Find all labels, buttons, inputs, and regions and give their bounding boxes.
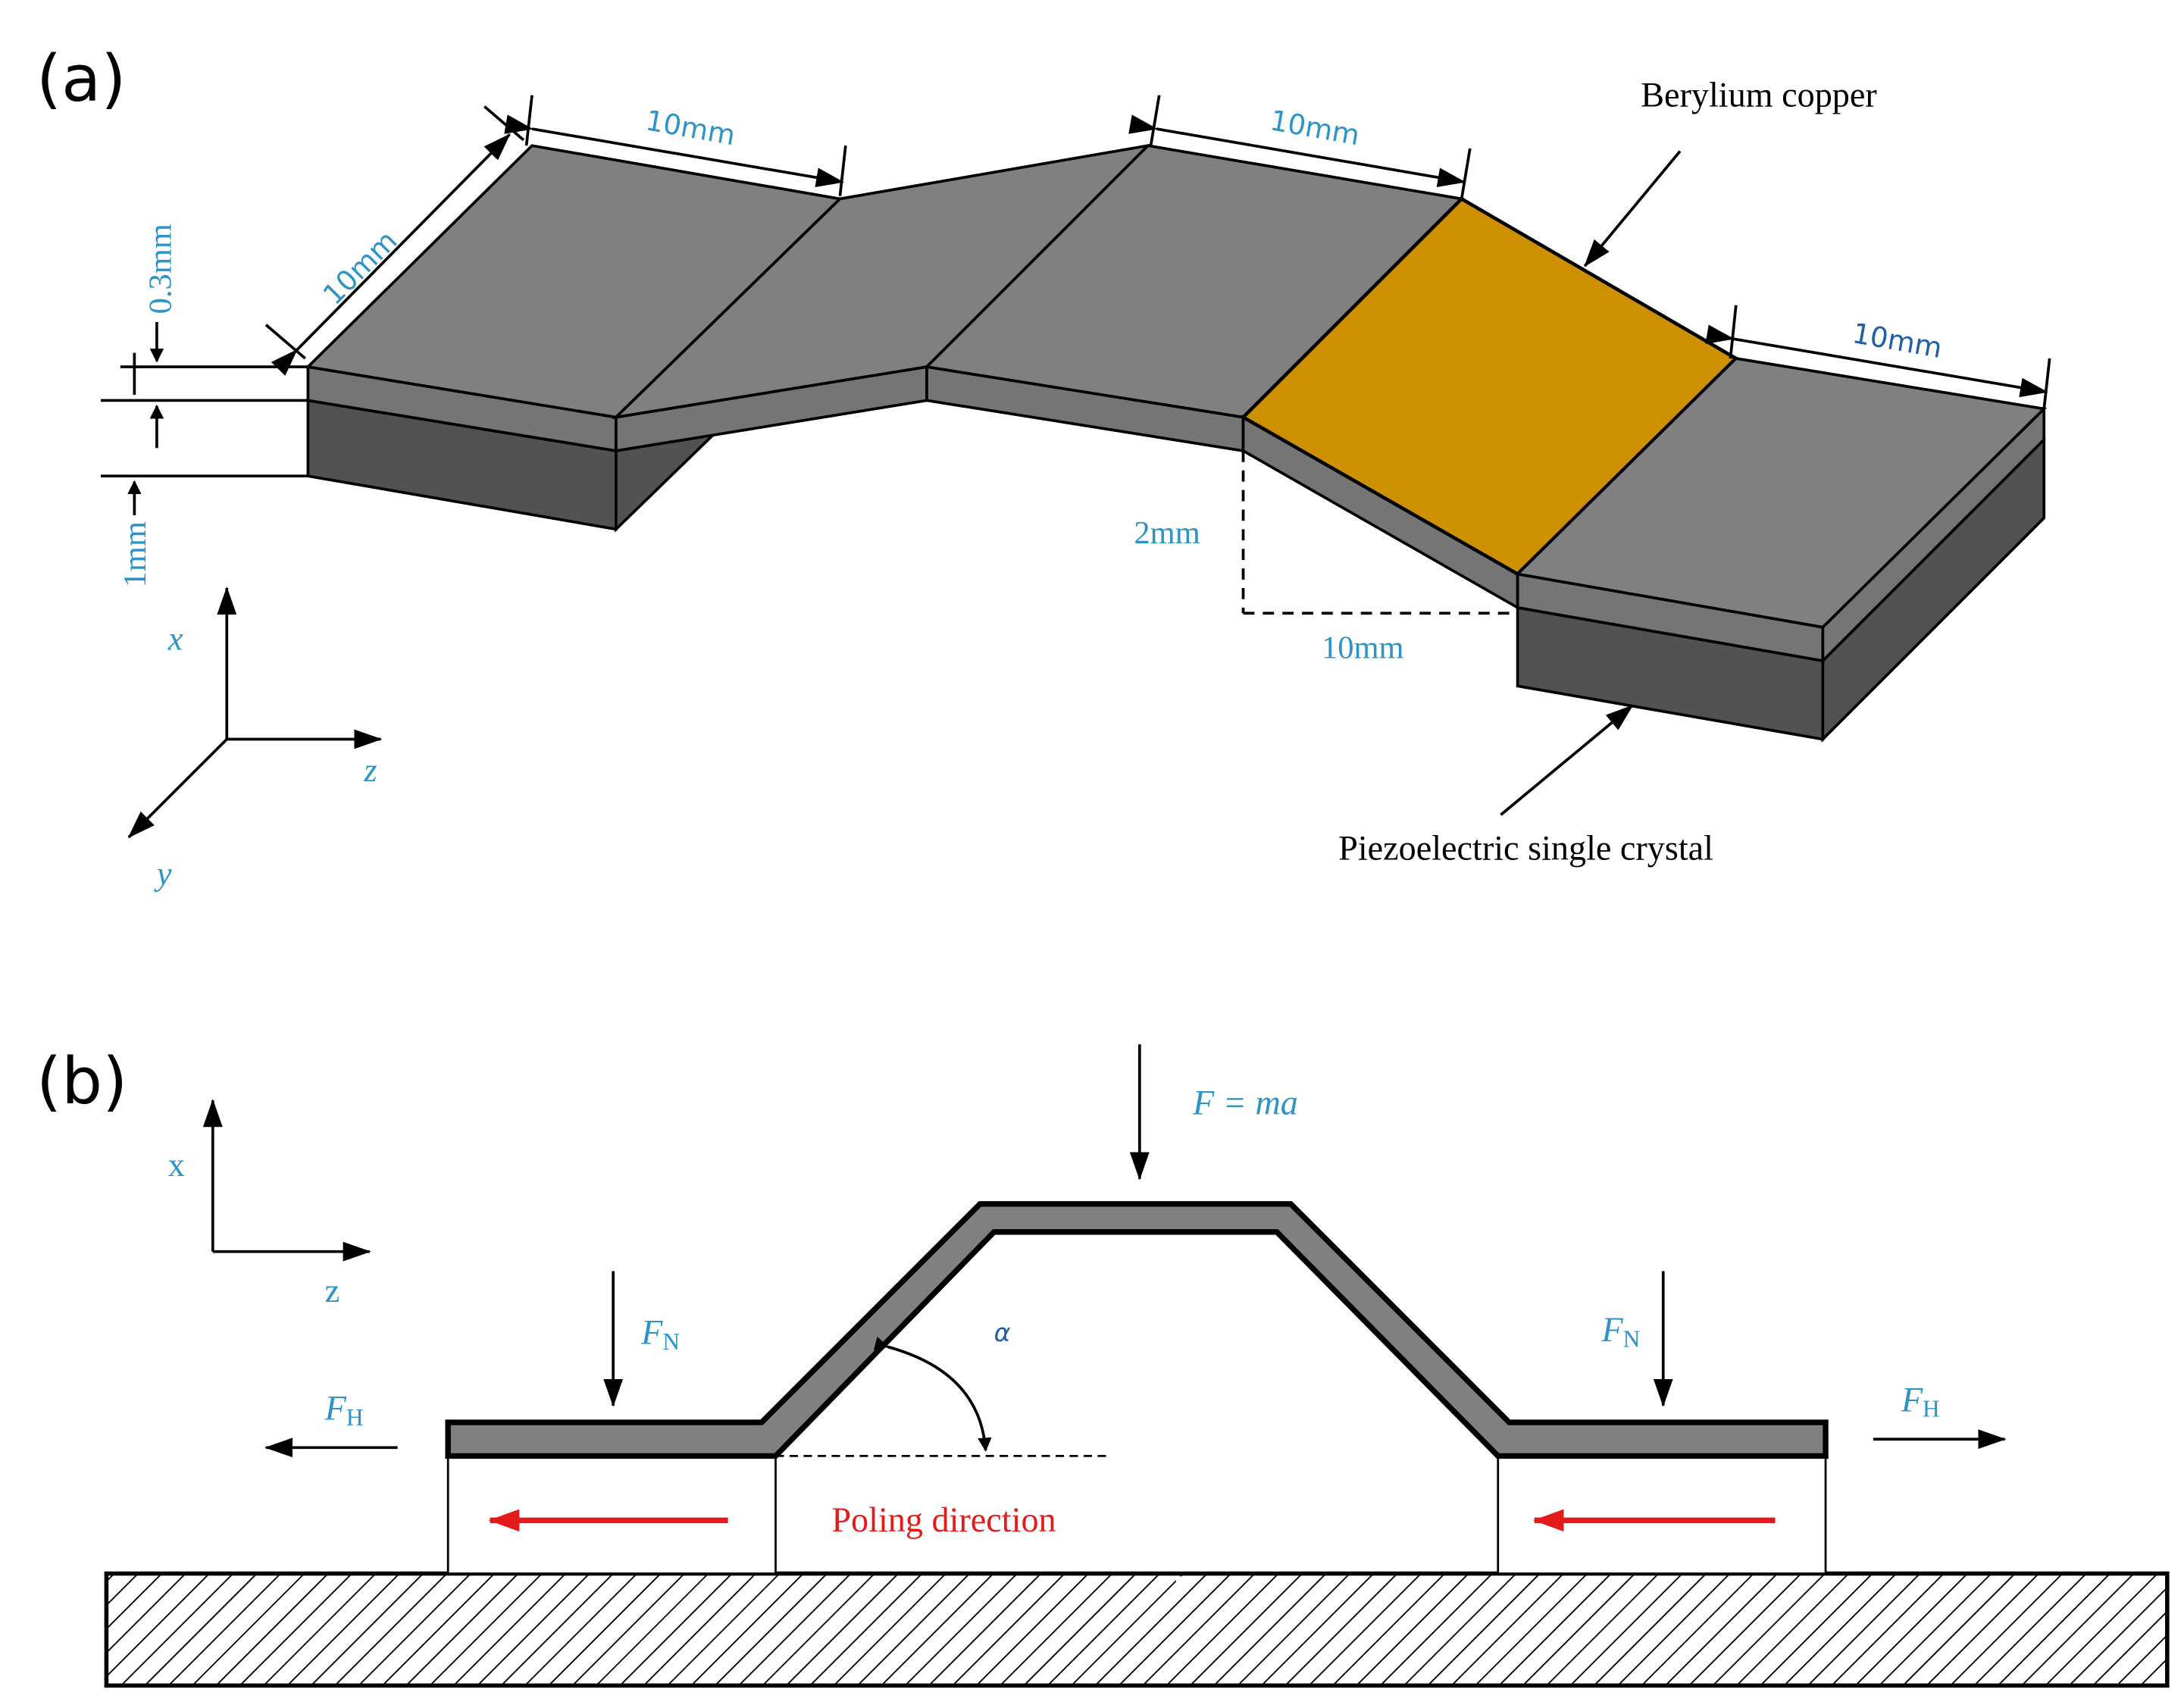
- force-fh-right-label: FH: [1901, 1380, 1940, 1422]
- axes-2d: [202, 1099, 371, 1262]
- beryllium-callout: Berylium copper: [1641, 75, 1877, 114]
- dim-width-top-1: 10mm: [643, 104, 738, 152]
- left-piezo-block: [446, 1452, 777, 1575]
- piezo-callout: Piezoelectric single crystal: [1338, 828, 1713, 867]
- axis-x-label-a: x: [167, 619, 183, 657]
- dim-thickness-top: 0.3mm: [142, 224, 178, 314]
- fn-left-letter: F: [640, 1313, 663, 1352]
- angle-label: α: [994, 1318, 1011, 1347]
- fn-left-sub: N: [662, 1328, 680, 1355]
- axis-x-label-b: x: [168, 1146, 185, 1184]
- force-ma-label: F = ma: [1192, 1084, 1298, 1122]
- force-fn-left-label: FN: [640, 1313, 680, 1355]
- panel-b-label: (b): [36, 1044, 127, 1119]
- fh-left-letter: F: [324, 1388, 347, 1427]
- fh-right-sub: H: [1923, 1396, 1940, 1422]
- right-piezo-block: [1497, 1452, 1827, 1575]
- device-3d: [305, 143, 2048, 743]
- angle-arc: [873, 1337, 992, 1452]
- fn-right-sub: N: [1623, 1325, 1641, 1352]
- fh-left-sub: H: [346, 1404, 364, 1431]
- piezo-callout-line: [1500, 704, 1634, 816]
- axis-z-label-a: z: [363, 751, 377, 789]
- dimension-lines: [101, 95, 2051, 615]
- fh-right-letter: F: [1901, 1380, 1923, 1419]
- fn-right-letter: F: [1600, 1310, 1623, 1349]
- ground-hatched: [104, 1571, 2170, 1688]
- axes-3d: [127, 587, 383, 839]
- force-fh-left-label: FH: [324, 1388, 364, 1430]
- dim-run: 10mm: [1322, 630, 1404, 665]
- dim-thickness-bottom: 1mm: [117, 521, 153, 587]
- axis-z-label-b: z: [325, 1272, 340, 1309]
- axis-y-label-a: y: [154, 855, 172, 893]
- panel-a-label: (a): [36, 42, 126, 117]
- poling-label: Poling direction: [831, 1500, 1056, 1539]
- dim-width-top-2: 10mm: [1268, 104, 1363, 152]
- force-fn-right-label: FN: [1600, 1310, 1640, 1352]
- dim-rise: 2mm: [1134, 515, 1200, 551]
- beryllium-callout-line: [1583, 150, 1682, 267]
- dim-width-right: 10mm: [1850, 317, 1945, 364]
